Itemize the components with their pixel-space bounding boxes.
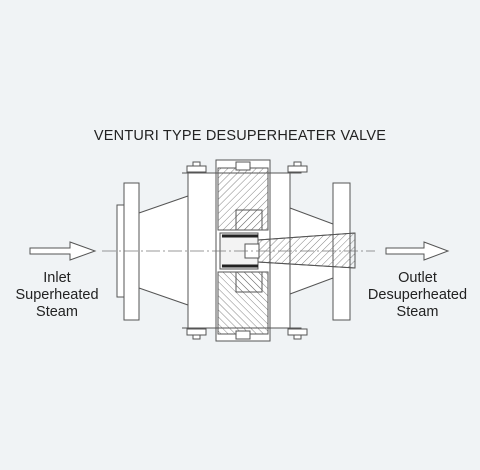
top-left-bolt-nut [186, 165, 207, 173]
bottom-right-bolt-nut [287, 328, 308, 336]
inlet-reducer [138, 195, 189, 306]
top-right-bolt-nut [287, 165, 308, 173]
outlet-label-line-3: Steam [396, 304, 439, 320]
left-body-flange [187, 172, 217, 329]
top-cap [235, 161, 251, 171]
outlet-label-line-2: Desuperheated [367, 287, 468, 303]
bottom-cap [235, 330, 251, 340]
inlet-label-line-3: Steam [36, 304, 78, 320]
inlet-label: Inlet Superheated Steam [2, 270, 112, 321]
outlet-label-line-1: Outlet [398, 270, 437, 286]
inlet-flange [123, 182, 140, 321]
outlet-label: Outlet Desuperheated Steam [355, 270, 480, 321]
inlet-label-line-2: Superheated [15, 287, 99, 303]
inlet-label-line-1: Inlet [43, 270, 71, 286]
lower-injection-channel [235, 271, 263, 293]
inlet-flow-arrow [29, 241, 97, 261]
diagram-title: VENTURI TYPE DESUPERHEATER VALVE [93, 128, 387, 144]
upper-injection-channel [235, 209, 263, 231]
bottom-left-bolt-nut [186, 328, 207, 336]
outlet-flow-arrow [385, 241, 450, 261]
